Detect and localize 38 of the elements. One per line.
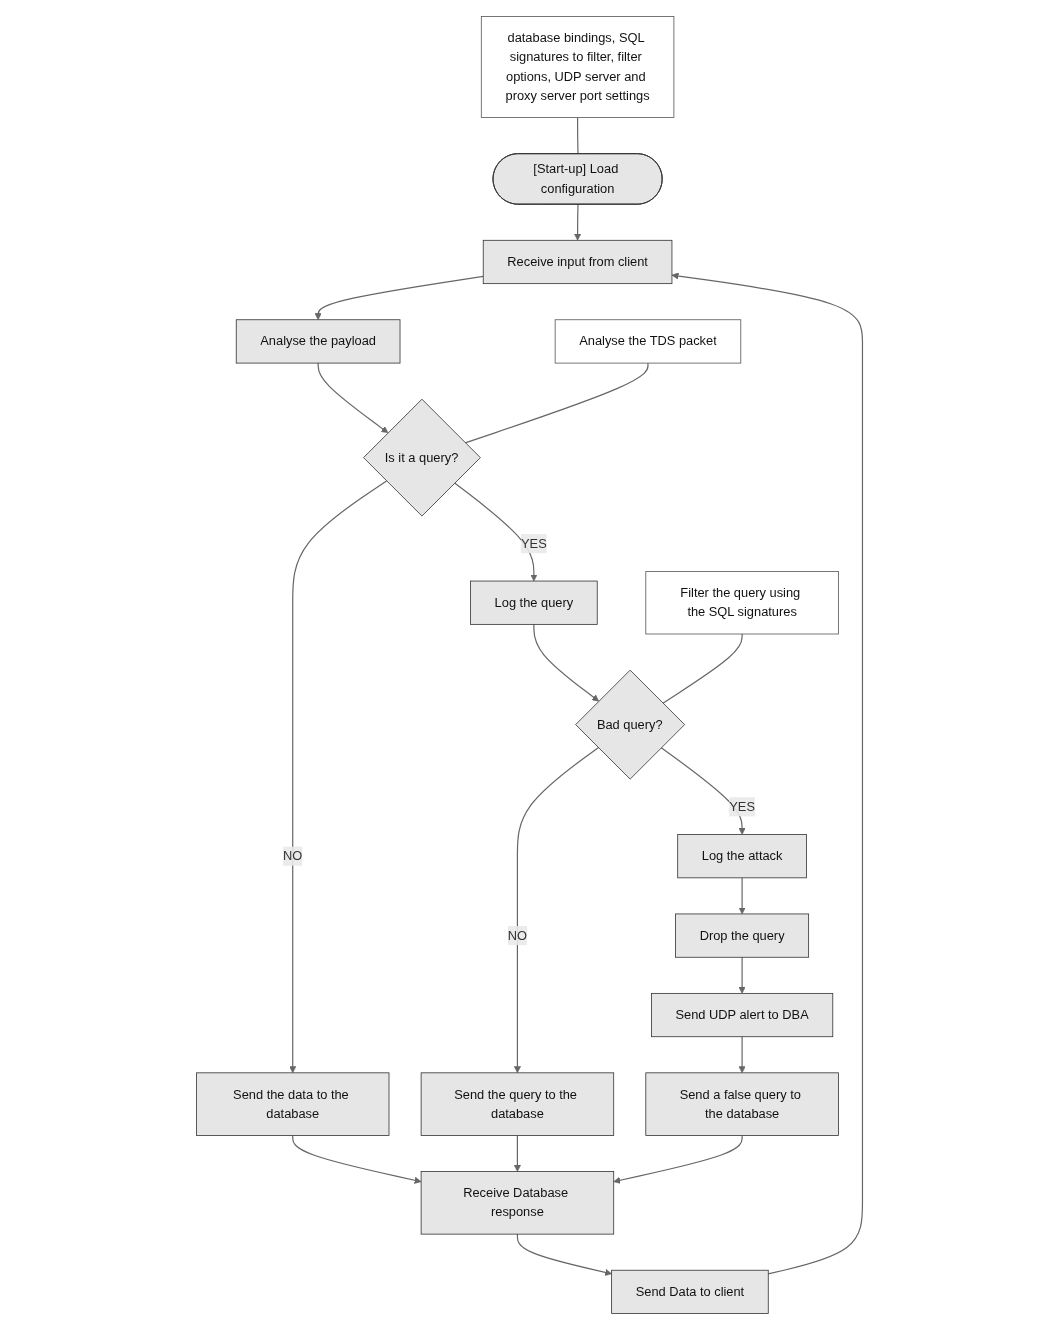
node-box: Receive Database response [420, 1170, 614, 1234]
arrow [738, 956, 746, 994]
arrow [738, 1035, 746, 1073]
arrow [671, 272, 863, 1274]
arrow [573, 203, 581, 241]
node-box: Send UDP alert to DBA [650, 992, 833, 1037]
node-diamond: Is it a query? [362, 398, 481, 516]
arrow [516, 1233, 612, 1276]
node-box: Drop the query [674, 913, 809, 958]
node-box: Analyse the TDS packet [554, 318, 741, 363]
arrow [291, 1134, 421, 1184]
connector [464, 361, 649, 443]
node-box: Log the attack [676, 833, 807, 878]
arrow [314, 275, 484, 320]
arrow [532, 623, 599, 701]
arrow [738, 876, 746, 914]
node-diamond: Bad query? [574, 669, 685, 779]
node-box: Analyse the payload [235, 318, 400, 363]
arrow [288, 479, 387, 1073]
arrow [453, 481, 537, 581]
edge-label: YES [520, 536, 547, 550]
arrow [513, 1134, 521, 1172]
node-box: Log the query [469, 580, 598, 625]
arrow [513, 746, 599, 1073]
node-box: Send the query to the database [420, 1071, 614, 1136]
node-box: Send Data to client [610, 1269, 769, 1314]
node-box: Send a false query to the database [644, 1071, 839, 1136]
edge-label: NO [507, 927, 527, 942]
edge-label: YES [728, 799, 755, 813]
node-box: Receive input from client [482, 239, 672, 284]
connector [661, 632, 743, 704]
arrow [612, 1134, 743, 1184]
arrow [317, 361, 388, 433]
connector [576, 116, 579, 155]
edge-label: NO [282, 848, 302, 863]
node-box: database bindings, SQL signatures to filter, filter options, UDP server and proxy server port settings [480, 15, 674, 118]
node-box: Send the data to the database [195, 1071, 389, 1136]
node-box: Filter the query using the SQL signatures [644, 570, 839, 634]
